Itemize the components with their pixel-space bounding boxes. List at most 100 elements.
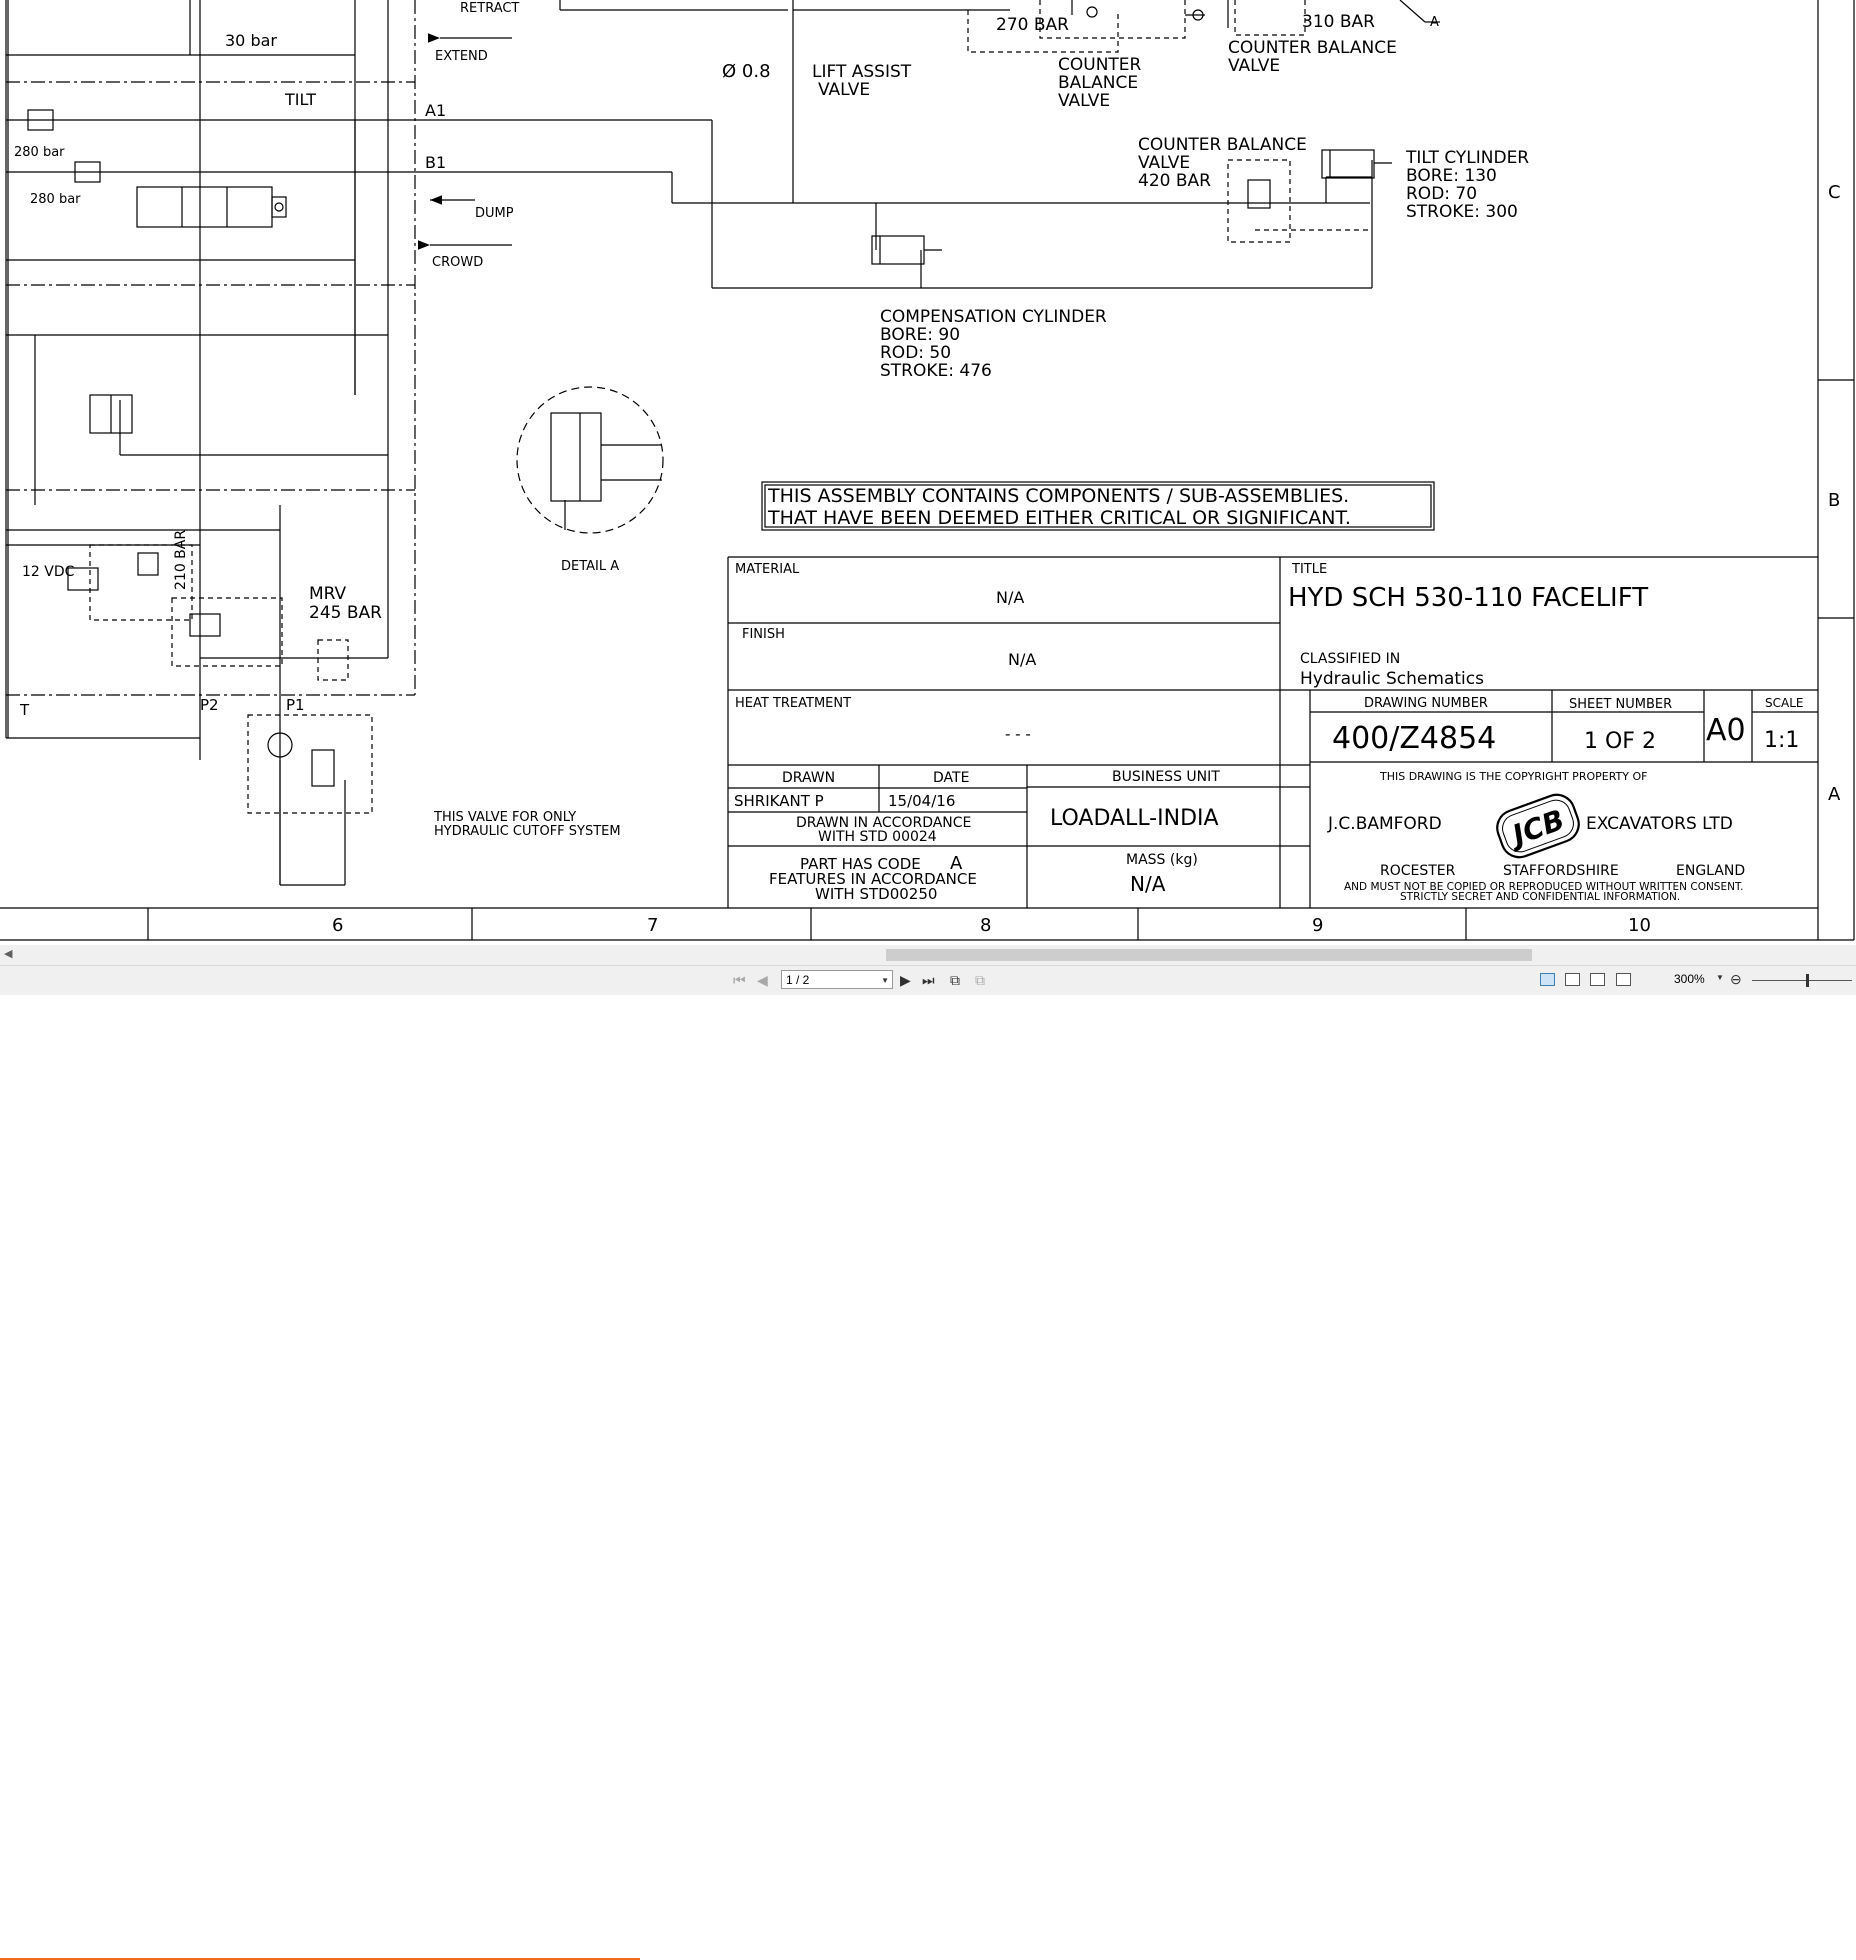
- outline-view-icon[interactable]: [1616, 973, 1631, 986]
- comp-cylinder-bore: BORE: 90: [880, 325, 960, 345]
- zoom-level[interactable]: 300%: [1674, 972, 1705, 986]
- code-line1: PART HAS CODE: [800, 855, 921, 873]
- copyright-line: THIS DRAWING IS THE COPYRIGHT PROPERTY O…: [1379, 770, 1647, 783]
- scale-label: SCALE: [1765, 696, 1803, 710]
- comp-cylinder-title: COMPENSATION CYLINDER: [880, 307, 1107, 327]
- vdc-12-label: 12 VDC: [22, 564, 75, 580]
- port-p1-label: P1: [286, 696, 305, 714]
- port-p2-label: P2: [200, 696, 219, 714]
- lift-assist-label: LIFT ASSIST: [812, 62, 912, 82]
- business-unit-label: BUSINESS UNIT: [1112, 769, 1220, 785]
- business-unit-value: LOADALL-INDIA: [1050, 806, 1219, 831]
- bar-270-label: 270 BAR: [996, 15, 1069, 35]
- mass-value: N/A: [1130, 872, 1166, 896]
- comp-cylinder-stroke: STROKE: 476: [880, 361, 992, 381]
- zone-col-8: 8: [980, 915, 991, 936]
- mrv-label: MRV: [309, 584, 347, 604]
- mass-label: MASS (kg): [1126, 852, 1198, 868]
- cbv2-line2: VALVE: [1228, 56, 1280, 76]
- zoom-slider[interactable]: [1752, 980, 1852, 981]
- jcb-logo: JCB: [1496, 793, 1580, 859]
- code-line3: WITH STD00250: [815, 885, 937, 903]
- orifice-label: Ø 0.8: [722, 61, 771, 82]
- company-right: EXCAVATORS LTD: [1586, 814, 1733, 834]
- cbv3-line3: 420 BAR: [1138, 171, 1211, 191]
- drawing-number-value: 400/Z4854: [1332, 721, 1496, 756]
- tilt-cylinder-rod: ROD: 70: [1406, 184, 1477, 204]
- bar-310-label: 310 BAR: [1302, 12, 1375, 32]
- first-page-icon[interactable]: ⏮: [733, 972, 746, 988]
- date-value: 15/04/16: [888, 792, 955, 810]
- horizontal-scrollbar[interactable]: ◀: [0, 945, 1856, 965]
- zone-row-c: C: [1828, 182, 1841, 203]
- location-staffordshire: STAFFORDSHIRE: [1503, 863, 1619, 879]
- drawn-value: SHRIKANT P: [734, 792, 824, 810]
- lift-assist-valve-label: VALVE: [818, 80, 870, 100]
- scale-value: 1:1: [1764, 728, 1799, 753]
- heat-treatment-value: - - -: [1005, 725, 1031, 743]
- company-left: J.C.BAMFORD: [1327, 814, 1442, 834]
- sheet-number-value: 1 OF 2: [1584, 729, 1656, 754]
- title-value: HYD SCH 530-110 FACELIFT: [1288, 583, 1648, 613]
- page-dropdown-icon[interactable]: ▼: [881, 976, 889, 985]
- page-number-input[interactable]: 1 / 2 ▼: [781, 970, 893, 989]
- location-rocester: ROCESTER: [1380, 863, 1456, 879]
- zone-col-10: 10: [1628, 915, 1651, 936]
- code-letter: A: [950, 853, 963, 874]
- consent-line: AND MUST NOT BE COPIED OR REPRODUCED WIT…: [1344, 881, 1743, 893]
- continuous-view-icon[interactable]: [1565, 973, 1580, 986]
- zoom-out-icon[interactable]: ⊖: [1730, 971, 1742, 987]
- cbv1-line1: COUNTER: [1058, 55, 1142, 75]
- port-b1-label: B1: [425, 153, 446, 172]
- material-label: MATERIAL: [735, 562, 800, 577]
- viewer-toolbar: ⏮ ◀ 1 / 2 ▼ ▶ ⏭ ⧉ ⧉ 300% ▼ ⊖: [0, 965, 1856, 1960]
- next-page-icon[interactable]: ▶: [900, 972, 911, 988]
- single-page-view-icon[interactable]: [1540, 973, 1555, 986]
- classified-value: Hydraulic Schematics: [1300, 669, 1484, 689]
- page-paste-icon[interactable]: ⧉: [975, 972, 985, 988]
- bar-210-label: 210 BAR: [173, 530, 189, 590]
- scroll-left-icon[interactable]: ◀: [4, 948, 13, 960]
- last-page-icon[interactable]: ⏭: [922, 972, 935, 988]
- bar-245-label: 245 BAR: [309, 603, 382, 623]
- zone-row-b: B: [1828, 490, 1840, 511]
- cbv1-line3: VALVE: [1058, 91, 1110, 111]
- drawing-number-label: DRAWING NUMBER: [1364, 696, 1488, 711]
- marker-a-label: A: [1430, 15, 1439, 30]
- page-copy-icon[interactable]: ⧉: [950, 972, 960, 988]
- bar-30-label: 30 bar: [225, 31, 277, 50]
- dump-label: DUMP: [475, 206, 514, 221]
- prev-page-icon[interactable]: ◀: [757, 972, 768, 988]
- port-a1-label: A1: [425, 101, 446, 120]
- bar-280-b-label: 280 bar: [30, 192, 81, 207]
- port-t-label: T: [19, 701, 30, 719]
- schematic-drawing: JCB RETRACT EXTEND 30 bar TILT A1 B1 280…: [0, 0, 1855, 941]
- cbv2-line1: COUNTER BALANCE: [1228, 38, 1397, 58]
- finish-label: FINISH: [742, 627, 785, 642]
- scrollbar-thumb[interactable]: [886, 949, 1532, 961]
- drawn-label: DRAWN: [782, 770, 835, 786]
- tilt-cylinder-title: TILT CYLINDER: [1405, 148, 1529, 168]
- cutoff-line1: THIS VALVE FOR ONLY: [433, 810, 576, 825]
- cbv3-line1: COUNTER BALANCE: [1138, 135, 1307, 155]
- crowd-label: CROWD: [432, 255, 483, 270]
- cbv3-line2: VALVE: [1138, 153, 1190, 173]
- facing-view-icon[interactable]: [1590, 973, 1605, 986]
- secret-line: STRICTLY SECRET AND CONFIDENTIAL INFORMA…: [1400, 891, 1680, 903]
- zoom-slider-handle[interactable]: [1806, 974, 1809, 987]
- zoom-dropdown-icon[interactable]: ▼: [1716, 973, 1724, 982]
- zone-row-a: A: [1828, 784, 1841, 805]
- tilt-label: TILT: [284, 90, 316, 109]
- material-value: N/A: [996, 588, 1024, 607]
- tilt-cylinder-bore: BORE: 130: [1406, 166, 1497, 186]
- location-england: ENGLAND: [1676, 863, 1745, 879]
- sheet-number-label: SHEET NUMBER: [1569, 697, 1672, 712]
- note-line1: THIS ASSEMBLY CONTAINS COMPONENTS / SUB-…: [767, 485, 1349, 507]
- code-line2: FEATURES IN ACCORDANCE: [769, 870, 977, 888]
- zone-col-9: 9: [1312, 915, 1323, 936]
- classified-label: CLASSIFIED IN: [1300, 651, 1400, 667]
- std-line2: WITH STD 00024: [818, 829, 937, 845]
- std-line1: DRAWN IN ACCORDANCE: [796, 815, 971, 831]
- note-line2: THAT HAVE BEEN DEEMED EITHER CRITICAL OR…: [767, 507, 1351, 529]
